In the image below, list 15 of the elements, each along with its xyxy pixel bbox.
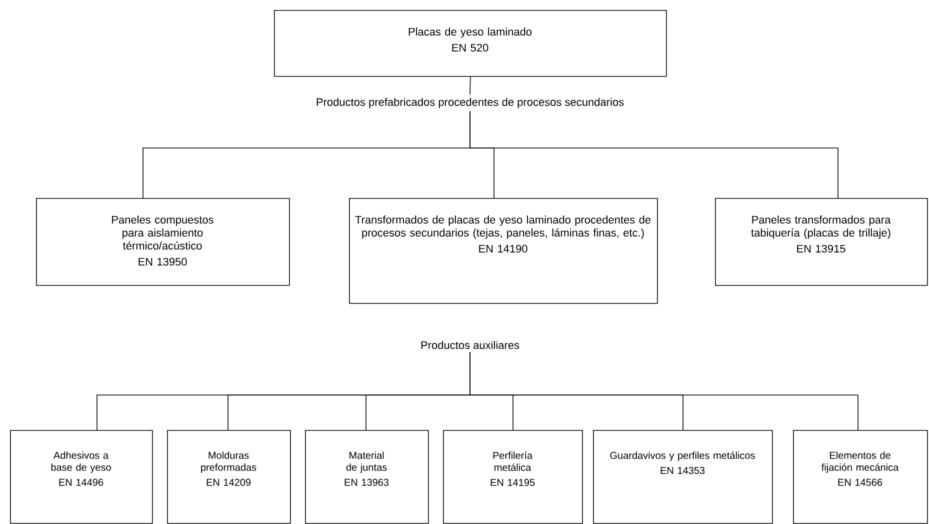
standard-box: Paneles compuestos para aislamiento térmico/acústico EN 13950 (36, 198, 290, 286)
connector-line (470, 110, 838, 198)
standard-box: Transformados de placas de yeso laminado procedentes de procesos secundarios (tejas, paneles, láminas finas, etc.) EN 14190 (349, 198, 658, 304)
connector-line (470, 76, 471, 96)
standard-box: Elementos de fijación mecánica EN 14566 (793, 430, 928, 524)
standard-box: Material de juntas EN 13963 (305, 430, 429, 524)
standard-box: Guardavivos y perfiles metálicos EN 14353 (593, 430, 773, 524)
connector-line (470, 352, 858, 430)
standard-box: Adhesivos a base de yeso EN 14496 (10, 430, 153, 524)
category-heading: Productos auxiliares (421, 340, 520, 350)
standard-box: Molduras preformadas EN 14209 (167, 430, 291, 524)
standard-box: Paneles transformados para tabiquería (placas de trillaje) EN 13915 (715, 198, 928, 286)
category-heading: Productos prefabricados procedentes de procesos secundarios (316, 98, 624, 108)
standard-box: Placas de yeso laminado EN 520 (274, 10, 667, 77)
standard-box: Perfilería metálica EN 14195 (443, 430, 583, 524)
